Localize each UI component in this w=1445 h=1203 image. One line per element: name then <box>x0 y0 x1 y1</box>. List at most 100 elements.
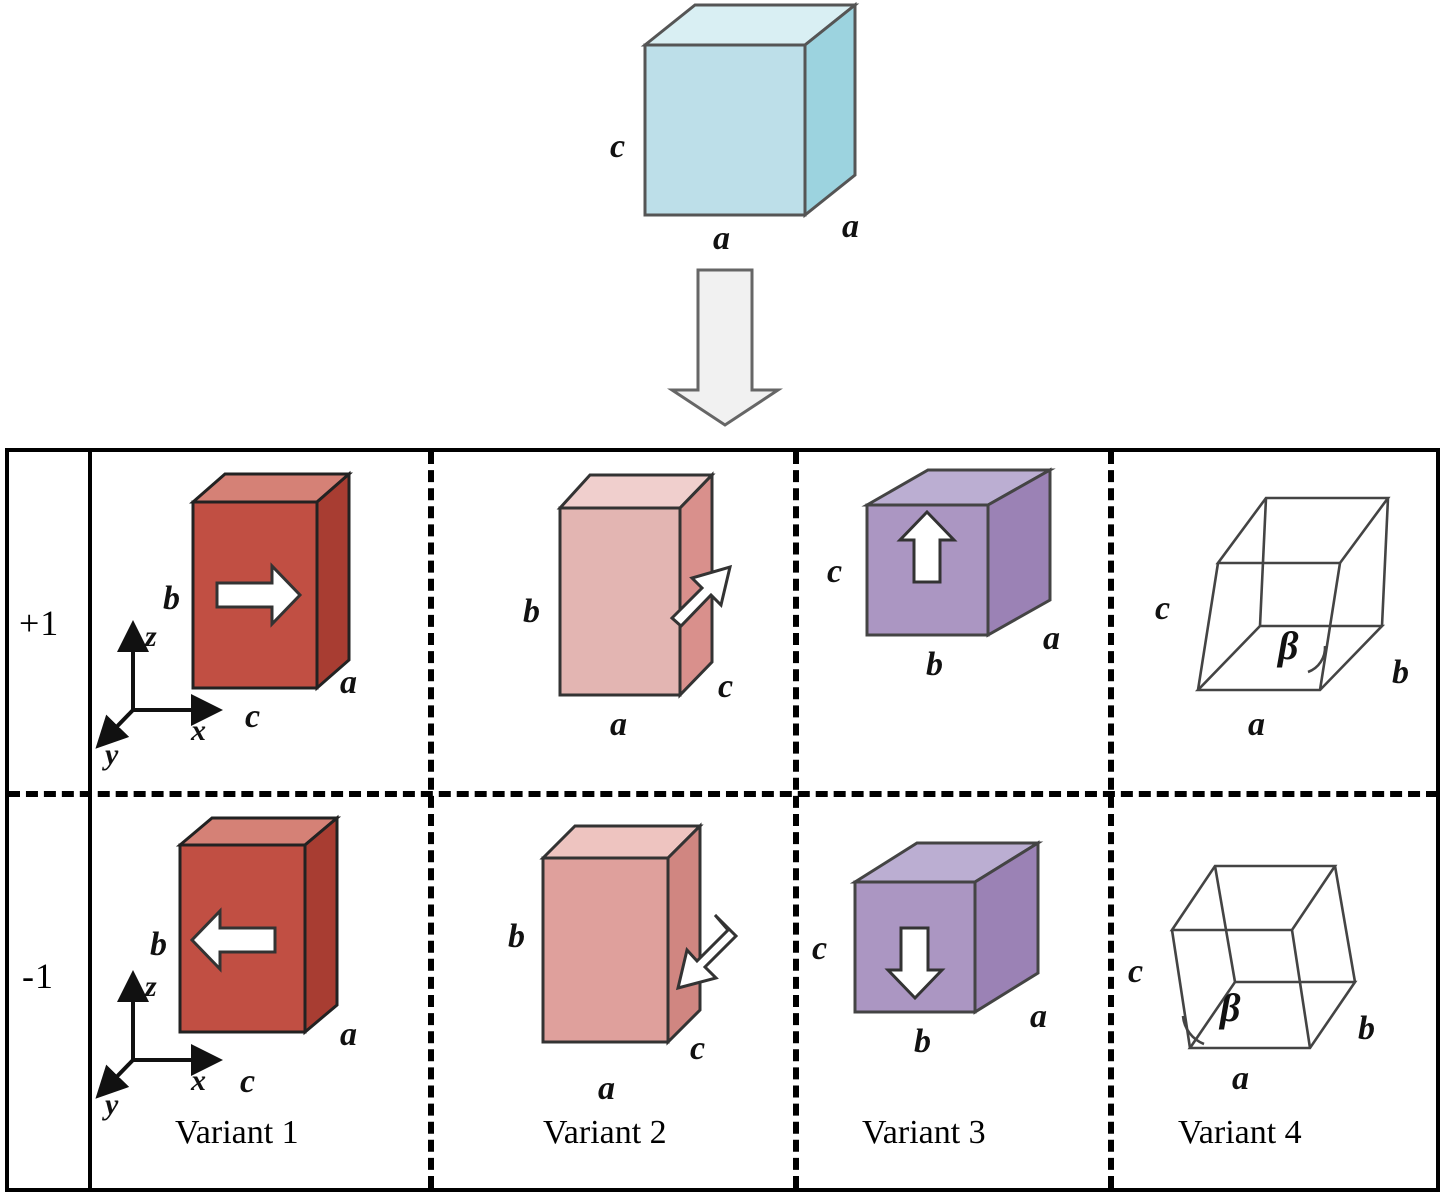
prism-right-face <box>303 814 339 1036</box>
down-arrow-icon <box>884 926 946 1001</box>
parent-label-a-right: a <box>842 208 859 245</box>
diagonal-down-left-arrow-icon <box>675 913 739 991</box>
right-arrow-icon <box>215 562 303 628</box>
parent-cell-group: c a a <box>600 0 930 260</box>
parent-label-a-bottom: a <box>713 220 730 257</box>
wire-edge-front-left <box>1196 562 1220 691</box>
label-a: a <box>1043 620 1060 657</box>
label-b: b <box>1392 654 1409 691</box>
variant2-plus-prism <box>556 471 733 699</box>
axes-triad-svg <box>95 620 223 749</box>
y-axis <box>95 1058 135 1099</box>
prism-right-face <box>666 822 702 1046</box>
label-b: b <box>926 646 943 683</box>
axes-plus1: z x y <box>95 610 245 770</box>
axis-label-y: y <box>105 738 119 771</box>
axes-minus1: z x y <box>95 960 245 1120</box>
column-label-variant-1: Variant 1 <box>175 1114 299 1151</box>
table-border-bottom <box>5 1188 1440 1192</box>
label-a: a <box>610 706 627 743</box>
prism-front-face <box>541 856 670 1044</box>
cell-plus1-variant4: c a b β <box>1120 460 1440 760</box>
angle-label-beta: β <box>1220 985 1241 1030</box>
label-b: b <box>914 1023 931 1060</box>
table-border-left <box>5 448 9 1192</box>
label-c: c <box>240 1063 256 1100</box>
wire-edge-back-right <box>1380 497 1390 627</box>
parent-label-c: c <box>610 128 626 165</box>
label-c: c <box>1155 590 1171 627</box>
prism-right-face <box>986 467 1052 638</box>
wire-edge-front-right <box>1318 562 1342 691</box>
beta-angle-arc <box>1181 1015 1205 1046</box>
label-c: c <box>827 553 843 590</box>
label-b: b <box>508 918 525 955</box>
label-a: a <box>1232 1060 1249 1097</box>
cell-plus1-variant1: b c a <box>100 460 420 780</box>
transformation-arrow <box>665 265 785 430</box>
axis-label-y: y <box>105 1088 119 1121</box>
prism-right-face <box>973 840 1040 1015</box>
parent-cell-svg <box>640 1 860 219</box>
label-c: c <box>718 668 734 705</box>
label-c: c <box>690 1030 706 1067</box>
label-a: a <box>340 1016 357 1053</box>
table-col-divider-2 <box>793 452 799 1188</box>
label-a: a <box>1030 998 1047 1035</box>
cell-minus1-variant2: b a c <box>490 820 810 1120</box>
wire-edge-back-left <box>1213 865 1237 983</box>
wire-edge-back-right <box>1333 865 1357 983</box>
label-a: a <box>340 664 357 701</box>
label-a: a <box>598 1070 615 1107</box>
diagonal-up-right-arrow-icon <box>669 564 733 629</box>
prism-right-face <box>315 470 351 692</box>
label-b: b <box>163 580 180 617</box>
left-arrow-icon <box>189 907 277 973</box>
cell-minus1-variant3: c b a <box>800 820 1120 1120</box>
cube-right-face <box>803 1 857 219</box>
variant2-minus-prism <box>539 822 739 1046</box>
table-border-right <box>1436 448 1440 1192</box>
cell-minus1-variant4: c a b β <box>1120 830 1440 1120</box>
wire-edge-front-right <box>1290 929 1312 1049</box>
angle-label-beta: β <box>1278 623 1299 668</box>
axis-label-z: z <box>145 970 157 1003</box>
column-label-variant-3: Variant 3 <box>862 1114 986 1151</box>
table-col-divider-3 <box>1108 452 1114 1188</box>
axes-triad-svg <box>95 970 223 1099</box>
prism-front-face <box>558 506 682 697</box>
column-label-variant-2: Variant 2 <box>543 1114 667 1151</box>
up-arrow-icon <box>896 509 958 584</box>
table-col-divider-1 <box>428 452 434 1188</box>
column-label-variant-4: Variant 4 <box>1178 1114 1302 1151</box>
variant1-plus-prism <box>189 470 353 692</box>
label-b: b <box>523 593 540 630</box>
label-c: c <box>812 930 828 967</box>
label-c: c <box>245 698 261 735</box>
variant3-minus-prism <box>849 840 1044 1015</box>
wire-top-face <box>1215 496 1391 565</box>
axis-label-x: x <box>191 1064 206 1097</box>
axis-label-x: x <box>191 714 206 747</box>
wire-top-face <box>1169 864 1338 932</box>
y-axis <box>95 708 135 749</box>
variant4-plus-wireframe <box>1194 496 1391 692</box>
axis-label-z: z <box>145 620 157 653</box>
cell-minus1-variant1: b c a <box>100 810 420 1130</box>
prism-right-face <box>678 471 714 699</box>
cell-plus1-variant3: c b a <box>800 460 1120 760</box>
label-a: a <box>1248 706 1265 743</box>
row-label-minus-one: -1 <box>22 956 54 996</box>
variant1-minus-prism <box>175 814 342 1036</box>
down-arrow-icon <box>667 268 783 427</box>
cube-front-face <box>643 43 807 217</box>
label-b: b <box>1358 1010 1375 1047</box>
row-label-plus-one: +1 <box>19 603 60 643</box>
variant4-minus-wireframe <box>1169 864 1358 1050</box>
label-b: b <box>150 926 167 963</box>
variant3-plus-prism <box>861 467 1056 638</box>
table-row-divider-dashed <box>8 791 1438 797</box>
table-border-top <box>5 448 1440 452</box>
wire-bottom-face <box>1187 980 1358 1050</box>
table-rowlabel-divider <box>88 448 92 1192</box>
